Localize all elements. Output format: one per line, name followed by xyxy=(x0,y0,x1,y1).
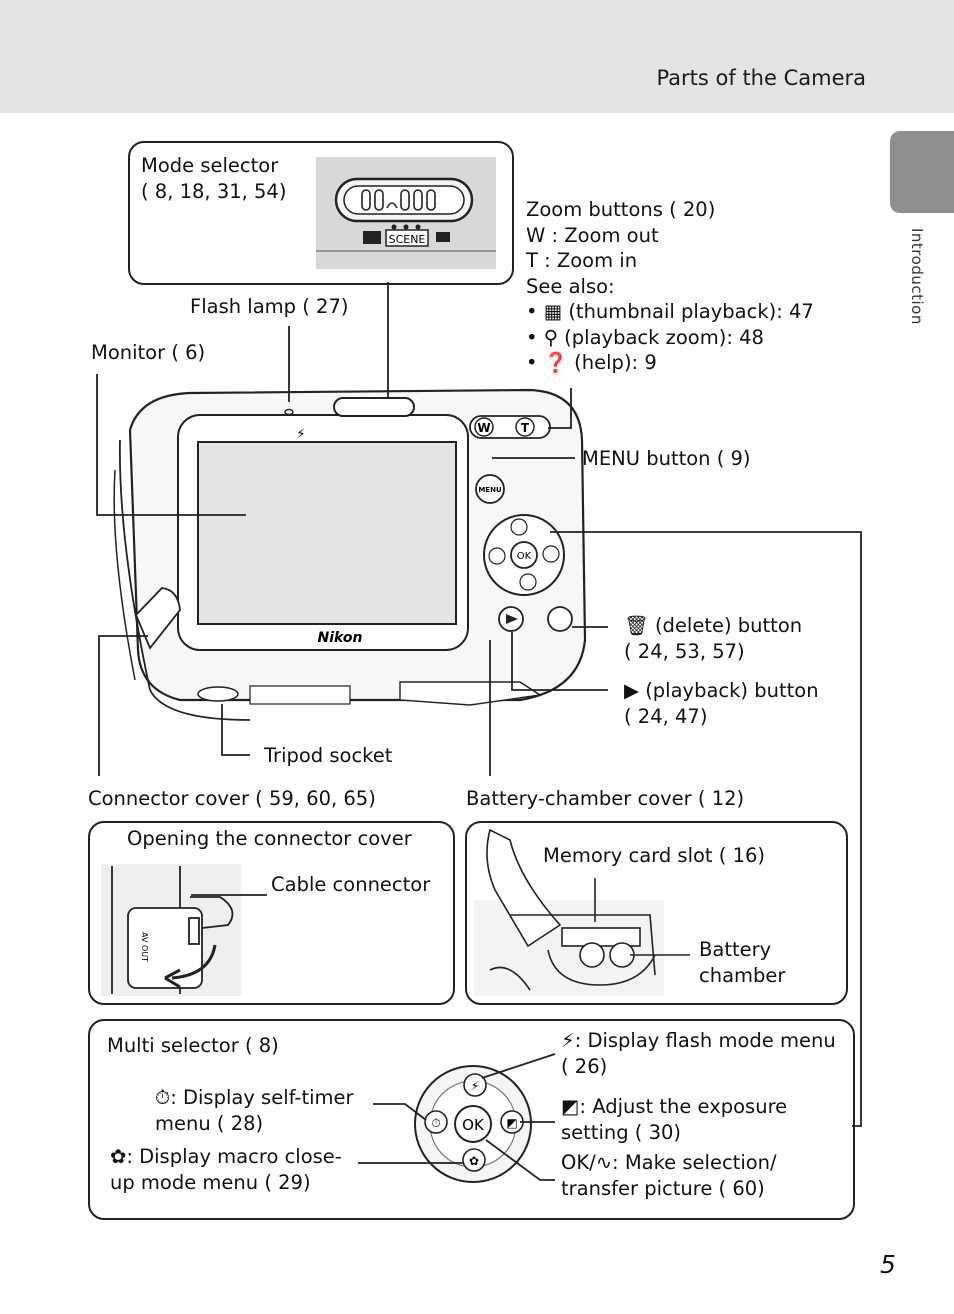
battery-cover-label: Battery-chamber cover ( 12) xyxy=(466,787,745,810)
macro-label: ✿: Display macro close- up mode menu ( 2… xyxy=(110,1145,342,1194)
menu-button-label: MENU button ( 9) xyxy=(582,447,751,470)
tripod-socket-label: Tripod socket xyxy=(264,744,393,767)
camera-mode-icon xyxy=(363,231,381,244)
page-number: 5 xyxy=(880,1250,896,1279)
nikon-logo: Nikon xyxy=(318,630,363,646)
multi-selector-title: Multi selector ( 8) xyxy=(107,1034,279,1057)
mode-selector-switch xyxy=(333,397,415,417)
delete-button-label: 🗑 (delete) button ( 24, 53, 57) xyxy=(624,614,803,663)
page-header-title: Parts of the Camera xyxy=(656,66,866,90)
flash-lamp-label: Flash lamp ( 27) xyxy=(190,295,349,318)
movie-mode-icon xyxy=(436,232,450,242)
ok-label: OK/∿: Make selection/ transfer picture (… xyxy=(561,1151,777,1200)
tripod-socket-body xyxy=(197,686,239,702)
exposure-label: ◩: Adjust the exposure setting ( 30) xyxy=(561,1095,788,1144)
battery-cover-body xyxy=(399,681,542,706)
svg-text:AV OUT: AV OUT xyxy=(140,932,149,962)
svg-text:✿: ✿ xyxy=(469,1154,479,1168)
svg-text:OK: OK xyxy=(462,1116,485,1134)
monitor-label: Monitor ( 6) xyxy=(91,341,206,364)
svg-text:T: T xyxy=(521,421,530,435)
svg-text:SCENE: SCENE xyxy=(389,233,426,246)
connector-panel-title: Opening the connector cover xyxy=(127,827,412,850)
self-timer-button xyxy=(424,1110,448,1134)
svg-text:W: W xyxy=(477,421,490,435)
svg-text:⚡: ⚡ xyxy=(296,427,305,442)
header-band xyxy=(0,0,954,113)
section-tab xyxy=(890,131,954,213)
svg-text:◩: ◩ xyxy=(506,1116,517,1130)
connector-cover-body xyxy=(134,587,181,650)
svg-text:OK: OK xyxy=(517,551,532,562)
monitor-screen xyxy=(197,441,457,625)
playback-button-label: ▶ (playback) button ( 24, 47) xyxy=(624,679,819,728)
connector-cover-label: Connector cover ( 59, 60, 65) xyxy=(88,787,376,810)
svg-text:⚡: ⚡ xyxy=(471,1079,479,1093)
self-timer-label: ⏱: Display self-timer menu ( 28) xyxy=(155,1086,354,1135)
memory-card-slot-label: Memory card slot ( 16) xyxy=(543,844,766,867)
section-tab-label: Introduction xyxy=(908,228,926,325)
battery-chamber-label: Battery chamber xyxy=(699,938,786,987)
svg-text:MENU: MENU xyxy=(478,486,502,494)
scene-mode-icon xyxy=(385,229,429,247)
delete-button-body xyxy=(547,606,573,632)
flash-button xyxy=(463,1073,487,1097)
zoom-buttons-label: Zoom buttons ( 20) W : Zoom out T : Zoom… xyxy=(526,198,814,374)
flash-mode-label: ⚡: Display flash mode menu ( 26) xyxy=(561,1029,836,1078)
svg-text:⏱: ⏱ xyxy=(431,1116,440,1130)
menu-button xyxy=(475,474,505,504)
cable-connector-label: Cable connector xyxy=(271,873,431,896)
flash-lamp-icon xyxy=(284,408,294,416)
mode-selector-label: Mode selector ( 8, 18, 31, 54) xyxy=(141,154,287,203)
macro-button xyxy=(462,1148,486,1172)
ok-button xyxy=(454,1105,492,1143)
